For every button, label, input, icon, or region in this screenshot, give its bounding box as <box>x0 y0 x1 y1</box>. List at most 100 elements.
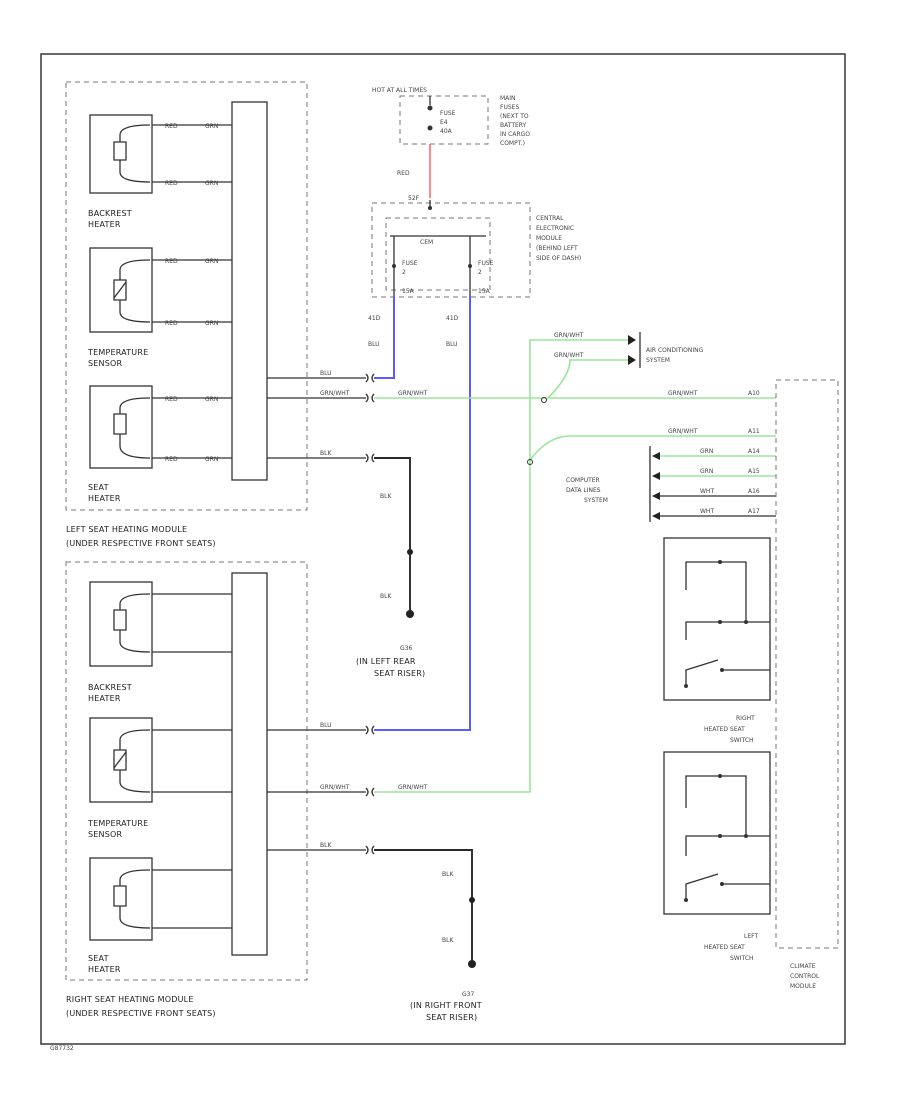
data-arrow-icon <box>652 492 660 500</box>
data-wire-color: WHT <box>700 508 714 515</box>
right-seat-heater-label-2: HEATER <box>88 965 121 974</box>
main-fuses-label: BATTERY <box>500 122 527 129</box>
left-seat-heating-module: BACKREST HEATER TEMPERATURE SENSOR SEAT … <box>65 81 366 548</box>
g37-wire-label: BLK <box>442 871 454 878</box>
splice-icon <box>469 897 475 903</box>
computer-data-label: SYSTEM <box>584 497 608 504</box>
blk-wire-left-ground <box>374 457 411 612</box>
ccm-label: MODULE <box>790 983 816 990</box>
red-wire-label: RED <box>397 170 410 177</box>
left-output-color-blk: BLK <box>320 450 332 457</box>
grnwht-branch-to-ac <box>547 359 628 399</box>
cem-input-pin: 52F <box>408 195 420 202</box>
left-module-dashed-boundary <box>65 81 308 511</box>
ground-icon <box>406 610 414 618</box>
left-wire-label: RED <box>165 456 178 463</box>
ccm-dashed-box <box>775 379 839 949</box>
cem-label: CENTRAL <box>536 215 564 222</box>
right-temperature-sensor-box <box>89 717 153 803</box>
cem-fuse-right-rating: 15A <box>478 288 491 295</box>
left-wire-label: RED <box>165 258 178 265</box>
main-fuses-label: COMPT.) <box>500 140 525 147</box>
cem-fuse-right-number: 2 <box>478 269 482 276</box>
grnwht-wire-label: GRN/WHT <box>398 390 428 397</box>
right-heated-seat-switch: RIGHT HEATED SEAT SWITCH <box>663 537 771 744</box>
right-output-color-blk: BLK <box>320 842 332 849</box>
data-wire-pin: A16 <box>748 488 760 495</box>
right-sensor-label-2: SENSOR <box>88 830 122 839</box>
right-module-connector-block <box>231 572 268 956</box>
data-wire-pin: A11 <box>748 428 760 435</box>
left-wire-label: GRN <box>205 123 218 130</box>
data-arrow-icon <box>652 512 660 520</box>
ccm-label: CONTROL <box>790 973 820 980</box>
left-switch-label: HEATED SEAT <box>704 944 745 951</box>
ground-g36: BLK BLK G36 (IN LEFT REAR SEAT RISER) <box>356 453 425 678</box>
right-seat-heater-label-1: SEAT <box>88 954 109 963</box>
left-switch-label: LEFT <box>744 933 758 940</box>
main-fuses-label: IN CARGO <box>500 131 530 138</box>
left-wire-label: GRN <box>205 258 218 265</box>
cem-label: MODULE <box>536 235 562 242</box>
left-heated-seat-switch: LEFT HEATED SEAT SWITCH <box>663 751 771 962</box>
grnwht-data-to-ccm <box>529 435 776 461</box>
cem-fuse-right-name: FUSE <box>478 260 494 267</box>
main-fuse-block: HOT AT ALL TIMES FUSE E4 40A MAIN FUSES … <box>372 87 530 202</box>
cem-fuse-left-rating: 15A <box>402 288 415 295</box>
computer-data-label: COMPUTER <box>566 477 600 484</box>
diagram-code: G87732 <box>50 1045 74 1052</box>
ac-arrow-icon <box>628 355 636 365</box>
left-wire-label: GRN <box>205 180 218 187</box>
g37-location: (IN RIGHT FRONT <box>410 1001 482 1010</box>
left-temperature-sensor-box <box>89 247 153 333</box>
ac-system-label: SYSTEM <box>646 357 670 364</box>
climate-control-module: CLIMATE CONTROL MODULE <box>775 379 839 990</box>
left-sensor-label-2: SENSOR <box>88 359 122 368</box>
right-blk-connector-icon <box>365 845 375 855</box>
ac-arrow-icon <box>628 335 636 345</box>
ccm-label: CLIMATE <box>790 963 816 970</box>
grnwht-right-seat-to-ac <box>374 339 628 793</box>
ccm-a10-pin: A10 <box>748 390 760 397</box>
left-wire-label: RED <box>165 123 178 130</box>
grnwht-wire-label: GRN/WHT <box>398 784 428 791</box>
g36-location: SEAT RISER) <box>374 669 425 678</box>
g37-code: G37 <box>462 991 474 998</box>
cem-fuse-left-name: FUSE <box>402 260 418 267</box>
left-module-location: (UNDER RESPECTIVE FRONT SEATS) <box>66 539 216 548</box>
left-backrest-label-1: BACKREST <box>88 209 132 218</box>
left-seat-heater-label-2: HEATER <box>88 494 121 503</box>
right-module-title: RIGHT SEAT HEATING MODULE <box>66 995 194 1004</box>
right-sensor-label-1: TEMPERATURE <box>87 819 148 828</box>
cem-left-out-color: BLU <box>368 341 380 348</box>
left-seat-heater-element <box>113 408 127 446</box>
left-switch-label: SWITCH <box>730 955 754 962</box>
blu-wire-left-seat <box>374 296 395 379</box>
data-wire-pin: A15 <box>748 468 760 475</box>
left-seat-heater-box <box>89 385 153 469</box>
right-switch-box <box>663 537 771 701</box>
data-arrow-icon <box>652 452 660 460</box>
right-seat-heating-module: BACKREST HEATER TEMPERATURE SENSOR SEAT … <box>65 561 366 1018</box>
left-switch-contact <box>685 873 770 900</box>
g36-wire-label-2: BLK <box>380 593 392 600</box>
left-backrest-heater-element <box>113 135 127 172</box>
g36-location: (IN LEFT REAR <box>356 657 416 666</box>
splice-icon <box>541 397 547 403</box>
ac-system-label: AIR CONDITIONING <box>646 347 704 354</box>
left-wire-label: RED <box>165 180 178 187</box>
left-sensor-label-1: TEMPERATURE <box>87 348 148 357</box>
left-output-color-blu: BLU <box>320 370 332 377</box>
right-output-color-blu: BLU <box>320 722 332 729</box>
diagram-frame <box>40 53 846 1045</box>
data-wire-color: GRN/WHT <box>668 428 698 435</box>
left-module-title: LEFT SEAT HEATING MODULE <box>66 525 187 534</box>
cem-label: SIDE OF DASH) <box>536 255 581 262</box>
right-blu-connector-icon <box>365 725 375 735</box>
data-wire-color: GRN <box>700 468 713 475</box>
main-fuse-dashed-box <box>399 95 489 145</box>
data-wire-color: WHT <box>700 488 714 495</box>
main-fuse-name: FUSE <box>440 110 456 117</box>
blu-wire-right-seat <box>374 296 471 731</box>
data-wire-color: GRN <box>700 448 713 455</box>
